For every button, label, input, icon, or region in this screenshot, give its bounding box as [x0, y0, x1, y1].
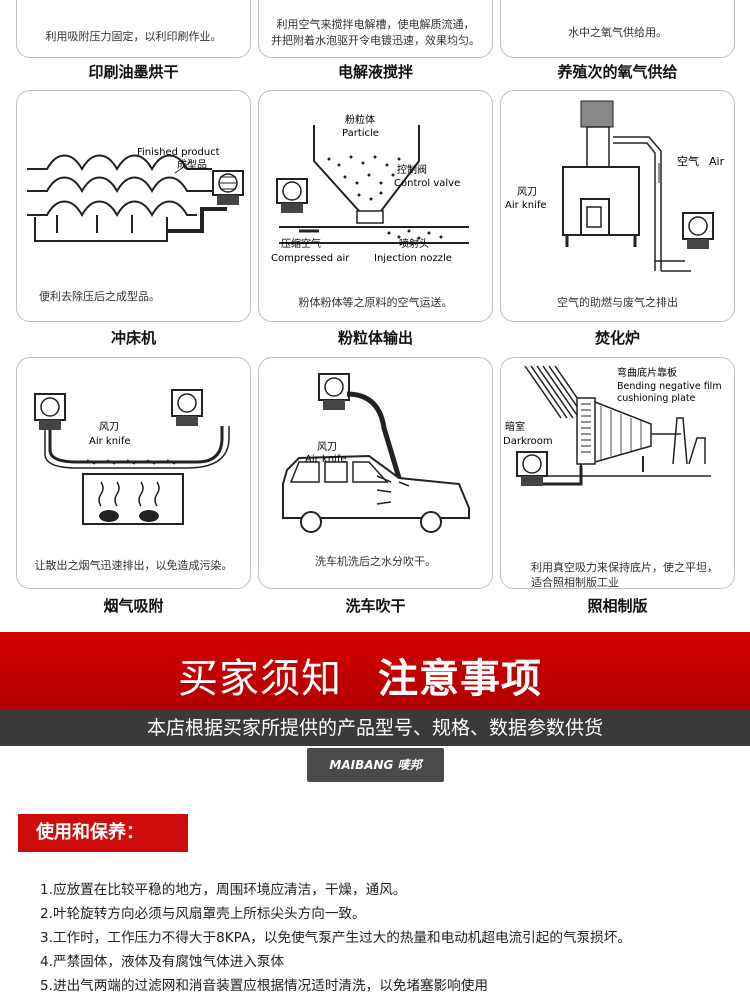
banner-left-text: 买家须知: [178, 656, 342, 702]
caption-powder: 粉体粉体等之原料的空气运送。: [298, 296, 453, 309]
title-carwash: 洗车吹干: [345, 597, 406, 615]
caption-platemaking-1: 利用真空吸力来保持底片，使之平坦，: [531, 561, 718, 574]
plate-en1: Bending negative film: [617, 381, 722, 392]
powder-particle-cn: 粉粒体: [345, 113, 375, 126]
caption-ink-drying: 利用吸附压力固定，以利印刷作业。: [45, 30, 222, 43]
punch-label-cn: 成型品: [177, 158, 207, 171]
card-incinerator: 空气 Air 风刀 Air knife 空气的助燃与废气之排出: [500, 90, 735, 322]
card-platemaking: 弯曲底片靠板 Bending negative film cushioning …: [500, 357, 735, 589]
punch-diagram: Finished product 成型品: [27, 147, 244, 242]
incinerator-diagram: 空气 Air 风刀 Air knife: [505, 100, 725, 272]
incinerator-air-en: Air: [709, 155, 725, 168]
fume-diagram: 风刀 Air knife: [34, 389, 230, 525]
rule-item: 5.进出气两端的过滤网和消音装置应根据情况适时清洗，以免堵塞影响使用: [40, 978, 488, 994]
caption-punch: 便利去除压后之成型品。: [39, 290, 160, 303]
title-powder: 粉粒体输出: [337, 329, 413, 347]
buyer-notice-banner: 买家须知 注意事项: [0, 632, 750, 710]
card-electrolyte: 利用空气来搅拌电解槽，使电解质流通， 并把附着水泡驱开令电镀迅速，效果均匀。: [258, 0, 493, 58]
powder-nozzle-en: Injection nozzle: [374, 253, 452, 264]
caption-electrolyte-2: 并把附着水泡驱开令电镀迅速，效果均匀。: [271, 34, 480, 47]
banner-right-text: 注意事项: [378, 656, 542, 702]
powder-diagram: 粉粒体 Particle 控制阀 Control valve 压缩空气 Comp…: [271, 113, 469, 264]
card-carwash: 风刀 Air knife 洗车机洗后之水分吹干。: [258, 357, 493, 589]
fume-knife-en: Air knife: [89, 436, 131, 447]
caption-electrolyte-1: 利用空气来搅拌电解槽，使电解质流通，: [276, 18, 475, 31]
rule-item: 2.叶轮旋转方向必须与风扇罩壳上所标尖头方向一致。: [40, 906, 366, 922]
powder-valve-cn: 控制阀: [397, 163, 427, 176]
card-punch: Finished product 成型品 便利去除压后之成型品。: [16, 90, 251, 322]
dark-cn: 暗室: [505, 420, 525, 433]
caption-fume: 让散出之烟气迅速排出，以免造成污染。: [34, 559, 233, 572]
powder-particle-en: Particle: [342, 128, 379, 139]
incinerator-knife-cn: 风刀: [517, 186, 537, 198]
usage-heading: 使用和保养：: [18, 814, 188, 852]
logo-en: MAIBANG: [329, 758, 394, 772]
usage-rules: 1.应放置在比较平稳的地方，周围环境应清洁，干燥，通风。 2.叶轮旋转方向必须与…: [40, 878, 740, 998]
incinerator-knife-en: Air knife: [505, 200, 547, 211]
title-platemaking: 照相制版: [587, 597, 648, 615]
rule-item: 3.工作时，工作压力不得大于8KPA，以免使气泵产生过大的热量和电动机超电流引起…: [40, 930, 631, 946]
card-fume: 风刀 Air knife 让散出之烟气迅速排出，以免造成污染。: [16, 357, 251, 589]
caption-incinerator: 空气的助燃与废气之排出: [557, 296, 678, 309]
card-ink-drying: 利用吸附压力固定，以利印刷作业。: [16, 0, 251, 58]
carwash-knife-cn: 风刀: [317, 441, 337, 453]
caption-carwash: 洗车机洗后之水分吹干。: [315, 555, 436, 568]
title-electrolyte: 电解液搅拌: [337, 63, 413, 81]
title-ink-drying: 印刷油墨烘干: [88, 63, 179, 81]
supply-notice: 本店根据买家所提供的产品型号、规格、数据参数供货: [0, 710, 750, 746]
fume-knife-cn: 风刀: [99, 421, 119, 433]
punch-label-en: Finished product: [137, 147, 220, 158]
platemaking-diagram: 弯曲底片靠板 Bending negative film cushioning …: [503, 365, 722, 486]
dark-en: Darkroom: [503, 436, 553, 447]
carwash-knife-en: Air knife: [305, 454, 347, 465]
title-incinerator: 焚化炉: [594, 329, 640, 347]
carwash-diagram: 风刀 Air knife: [282, 373, 470, 533]
title-punch: 冲床机: [110, 329, 156, 347]
powder-nozzle-cn: 喷射头: [399, 238, 429, 250]
logo-cn: 唛邦: [397, 758, 422, 772]
rule-item: 1.应放置在比较平稳的地方，周围环境应清洁，干燥，通风。: [40, 882, 407, 898]
plate-en2: cushioning plate: [617, 393, 696, 404]
card-powder: 粉粒体 Particle 控制阀 Control valve 压缩空气 Comp…: [258, 90, 493, 322]
title-oxygen: 养殖次的氧气供给: [557, 63, 678, 81]
caption-platemaking-2: 适合照相制版工业: [531, 576, 619, 589]
plate-cn: 弯曲底片靠板: [617, 366, 677, 379]
powder-valve-en: Control valve: [394, 178, 460, 189]
powder-air-en: Compressed air: [271, 253, 350, 264]
title-fume: 烟气吸附: [103, 597, 164, 615]
powder-air-cn: 压缩空气: [281, 237, 321, 250]
incinerator-air-cn: 空气: [677, 154, 699, 168]
card-oxygen: 水中之氧气供给用。: [500, 0, 735, 58]
brand-logo: MAIBANG 唛邦: [307, 748, 444, 782]
rule-item: 4.严禁固体，液体及有腐蚀气体进入泵体: [40, 954, 285, 970]
caption-oxygen: 水中之氧气供给用。: [568, 26, 667, 39]
